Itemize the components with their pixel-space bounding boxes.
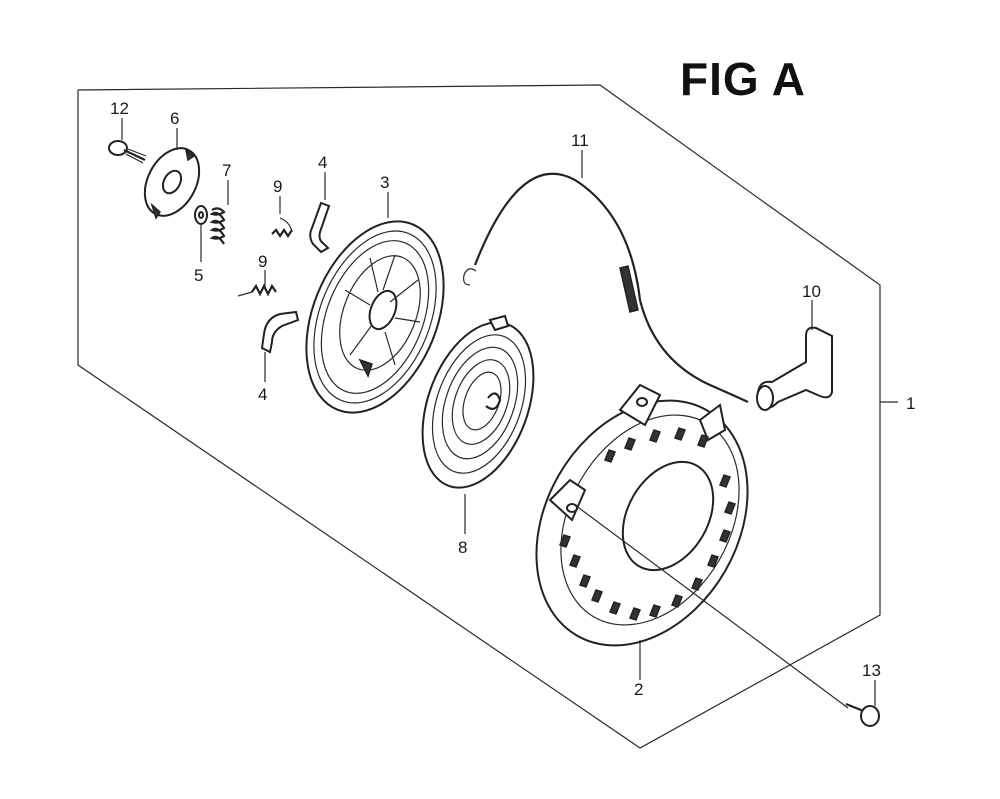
callout-4-upper: 4	[318, 153, 327, 172]
callout-9-upper: 9	[273, 177, 282, 196]
part-13-flange-bolt	[574, 504, 880, 727]
callout-7: 7	[222, 161, 231, 180]
part-4-pawl-upper	[309, 172, 331, 254]
callout-4-lower: 4	[258, 385, 267, 404]
callout-9-lower: 9	[258, 252, 267, 271]
callout-5: 5	[194, 266, 203, 285]
callout-3: 3	[380, 173, 389, 192]
callout-11: 11	[571, 131, 589, 150]
part-6-ratchet-plate	[143, 128, 201, 220]
callout-13: 13	[862, 661, 881, 680]
part-4-pawl-lower	[260, 310, 300, 382]
part-12-bolt	[108, 118, 147, 164]
callout-12: 12	[110, 99, 129, 118]
part-7-spring	[209, 180, 229, 245]
callout-10: 10	[802, 282, 821, 301]
callout-2: 2	[634, 680, 643, 699]
part-8-recoil-spring	[421, 314, 535, 534]
part-10-starter-grip	[756, 300, 833, 411]
part-9-spring-upper	[271, 196, 293, 238]
part-3-recoil-pulley	[305, 192, 445, 414]
part-9-spring-lower	[237, 270, 277, 297]
callout-1: 1	[906, 394, 915, 413]
callout-6: 6	[170, 109, 179, 128]
part-5-washer	[194, 205, 208, 262]
callout-8: 8	[458, 538, 467, 557]
part-11-starter-rope	[463, 150, 749, 403]
part-2-starter-case	[535, 383, 749, 680]
assembly-boundary	[77, 84, 898, 749]
figure-title: FIG A	[680, 53, 806, 105]
